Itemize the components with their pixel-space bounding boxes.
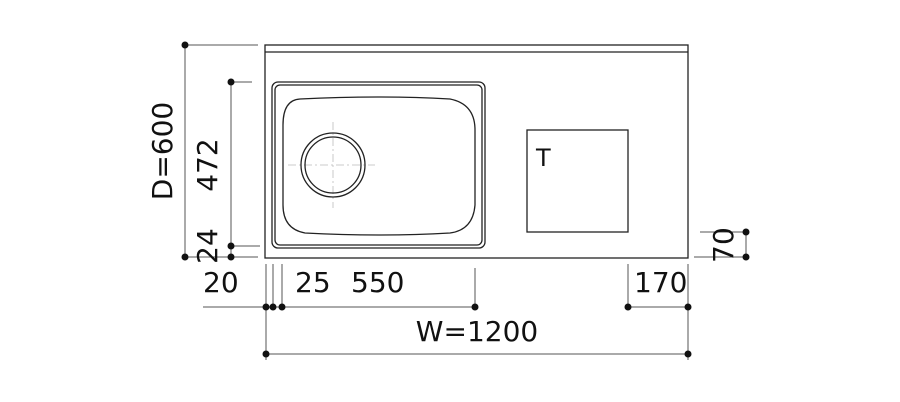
drain <box>288 122 375 208</box>
right-margin-label: 170 <box>634 266 687 299</box>
bowl-depth-label: 472 <box>191 138 224 191</box>
dimension-bowl-depth: 472 24 <box>191 78 260 264</box>
faucet-area: T <box>526 129 629 233</box>
bowl-offset-label: 25 <box>295 266 331 299</box>
dimension-depth: D=600 <box>146 41 258 261</box>
right-height-label: 70 <box>707 227 740 263</box>
dimension-right-margin: 170 <box>624 264 692 360</box>
side-margin-label: 20 <box>203 266 239 299</box>
width-label: W=1200 <box>416 315 538 348</box>
front-edge-label: 24 <box>191 228 224 264</box>
dimension-bottom: 20 25 550 <box>203 264 479 360</box>
sink-bowl <box>271 81 486 249</box>
dimension-right-height: 70 <box>694 227 750 263</box>
faucet-mark-label: T <box>535 144 551 172</box>
bowl-width-label: 550 <box>351 266 404 299</box>
depth-label: D=600 <box>146 102 179 200</box>
countertop <box>264 44 689 259</box>
dimension-width: W=1200 <box>262 315 692 358</box>
